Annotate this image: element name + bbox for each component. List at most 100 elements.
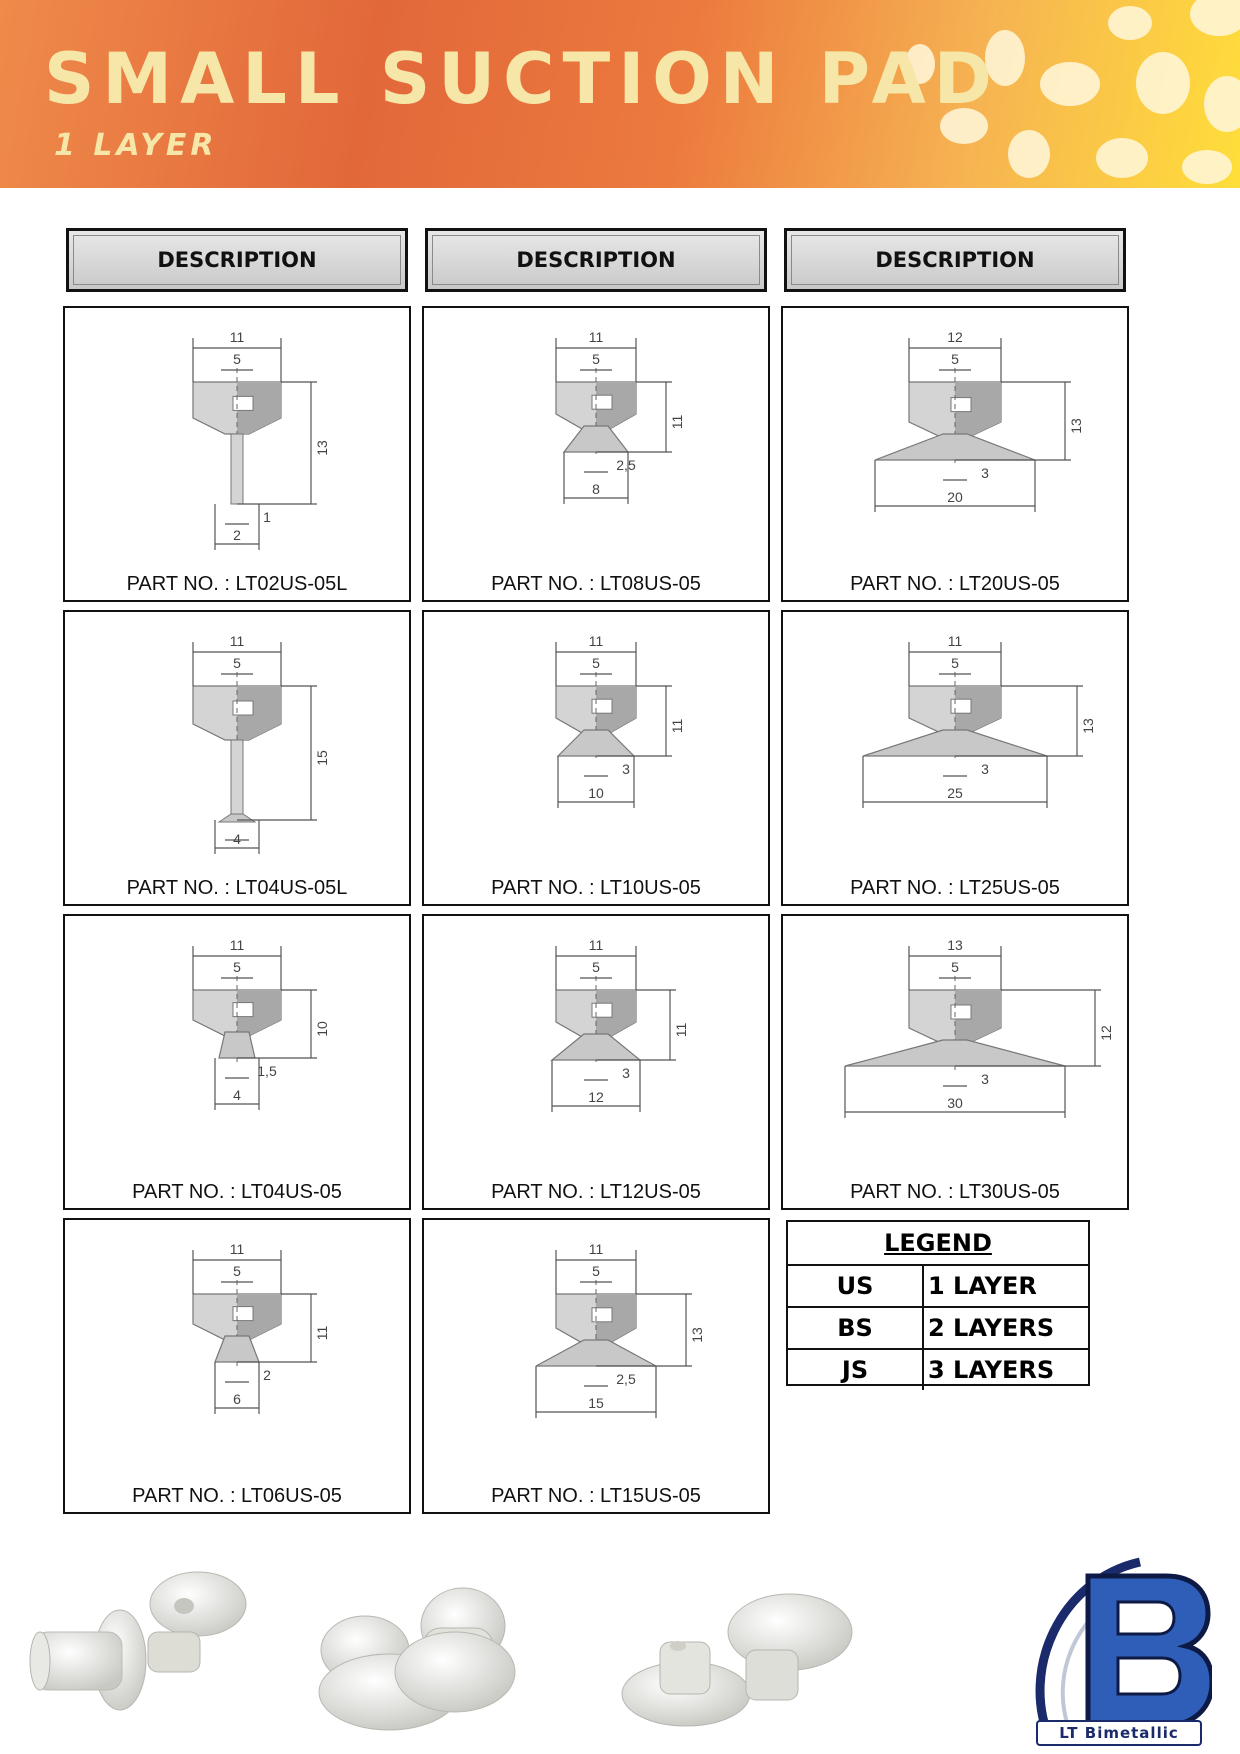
pad-section — [237, 686, 281, 740]
dim-label: 11 — [948, 633, 963, 649]
dim-label: 5 — [951, 655, 959, 671]
dim-label: 13 — [1080, 718, 1096, 734]
pad-section — [237, 990, 281, 1036]
dim-label: 20 — [947, 489, 963, 505]
pad-lip — [535, 1339, 657, 1367]
part-number: PART NO. : LT08US-05 — [491, 573, 701, 595]
page-subtitle: 1 LAYER — [54, 128, 218, 163]
dim-label: 5 — [233, 655, 241, 671]
decor-blob — [1108, 6, 1152, 40]
decor-blob — [985, 30, 1025, 86]
legend-title: LEGEND — [788, 1222, 1088, 1266]
pad-section — [237, 382, 281, 434]
dim-label: 5 — [592, 655, 600, 671]
pad-port — [591, 698, 613, 714]
dim-label: 11 — [230, 1241, 245, 1257]
dim-label: 6 — [233, 1391, 241, 1407]
dim-label: 15 — [314, 750, 330, 766]
decor-blob — [905, 44, 935, 84]
pad-port — [232, 1002, 254, 1018]
dim-label: 11 — [673, 1023, 689, 1038]
dim-label: 13 — [314, 440, 330, 456]
dim-label: 1 — [263, 509, 271, 525]
dim-label: 5 — [233, 1263, 241, 1279]
dim-label: 2,5 — [616, 1371, 636, 1387]
legend-code: JS — [788, 1350, 924, 1390]
decor-blob — [1040, 62, 1100, 106]
dim-label: 3 — [981, 1071, 989, 1087]
pad-port — [591, 1307, 613, 1323]
dim-label: 4 — [233, 831, 241, 847]
decor-blob — [1096, 138, 1148, 178]
pad-lip — [217, 813, 257, 823]
legend-row: BS 2 LAYERS — [788, 1308, 1088, 1350]
dim-label: 12 — [588, 1089, 604, 1105]
pad-section — [596, 990, 636, 1038]
pad-lip — [550, 1033, 642, 1061]
decor-blob — [1190, 0, 1240, 36]
dim-label: 30 — [947, 1095, 963, 1111]
pad-lip — [862, 729, 1048, 757]
pad-lip — [562, 425, 630, 453]
pad-section — [955, 990, 1001, 1044]
dim-label: 5 — [592, 959, 600, 975]
part-number: PART NO. : LT04US-05 — [132, 1181, 342, 1203]
product-photo — [318, 1587, 516, 1731]
dim-label: 11 — [314, 1326, 330, 1341]
legend-row: JS 3 LAYERS — [788, 1350, 1088, 1390]
pad-lip — [844, 1039, 1066, 1067]
part-number: PART NO. : LT30US-05 — [850, 1181, 1060, 1203]
dim-label: 5 — [233, 351, 241, 367]
dim-label: 5 — [592, 351, 600, 367]
decor-blob — [1204, 76, 1240, 132]
column-header: DESCRIPTION — [66, 228, 408, 292]
column-header-label: DESCRIPTION — [516, 248, 676, 272]
dim-label: 1,5 — [257, 1063, 277, 1079]
part-number: PART NO. : LT20US-05 — [850, 573, 1060, 595]
dim-label: 11 — [589, 329, 604, 345]
dim-label: 3 — [981, 761, 989, 777]
decor-blob — [1136, 52, 1190, 114]
dim-label: 11 — [230, 329, 245, 345]
pad-port — [232, 700, 254, 716]
pad-section — [955, 686, 1001, 734]
pad-lip — [874, 433, 1036, 461]
pad-stem — [230, 739, 244, 821]
dim-label: 3 — [981, 465, 989, 481]
dim-label: 5 — [592, 1263, 600, 1279]
dim-label: 5 — [951, 351, 959, 367]
dim-label: 8 — [592, 481, 600, 497]
legend-meaning: 3 LAYERS — [928, 1356, 1055, 1384]
dim-label: 11 — [230, 937, 245, 953]
dim-label: 3 — [622, 1065, 630, 1081]
pad-port — [591, 1002, 613, 1018]
dim-label: 25 — [947, 785, 963, 801]
part-number: PART NO. : LT04US-05L — [126, 877, 348, 899]
header-banner: SMALL SUCTION PAD 1 LAYER — [0, 0, 1240, 188]
pad-port — [591, 394, 613, 410]
dim-label: 13 — [947, 937, 963, 953]
pad-section — [596, 1294, 636, 1344]
column-header-label: DESCRIPTION — [157, 248, 317, 272]
product-photo — [621, 1593, 853, 1727]
dim-label: 12 — [1098, 1025, 1114, 1041]
product-photo — [29, 1571, 247, 1711]
decor-blob — [940, 108, 988, 144]
legend-table: LEGEND US 1 LAYER BS 2 LAYERS JS 3 LAYER… — [786, 1220, 1090, 1390]
part-number: PART NO. : LT25US-05 — [850, 877, 1060, 899]
legend-row: US 1 LAYER — [788, 1266, 1088, 1308]
dim-label: 5 — [951, 959, 959, 975]
dim-label: 2 — [263, 1367, 271, 1383]
pad-lip — [556, 729, 636, 757]
